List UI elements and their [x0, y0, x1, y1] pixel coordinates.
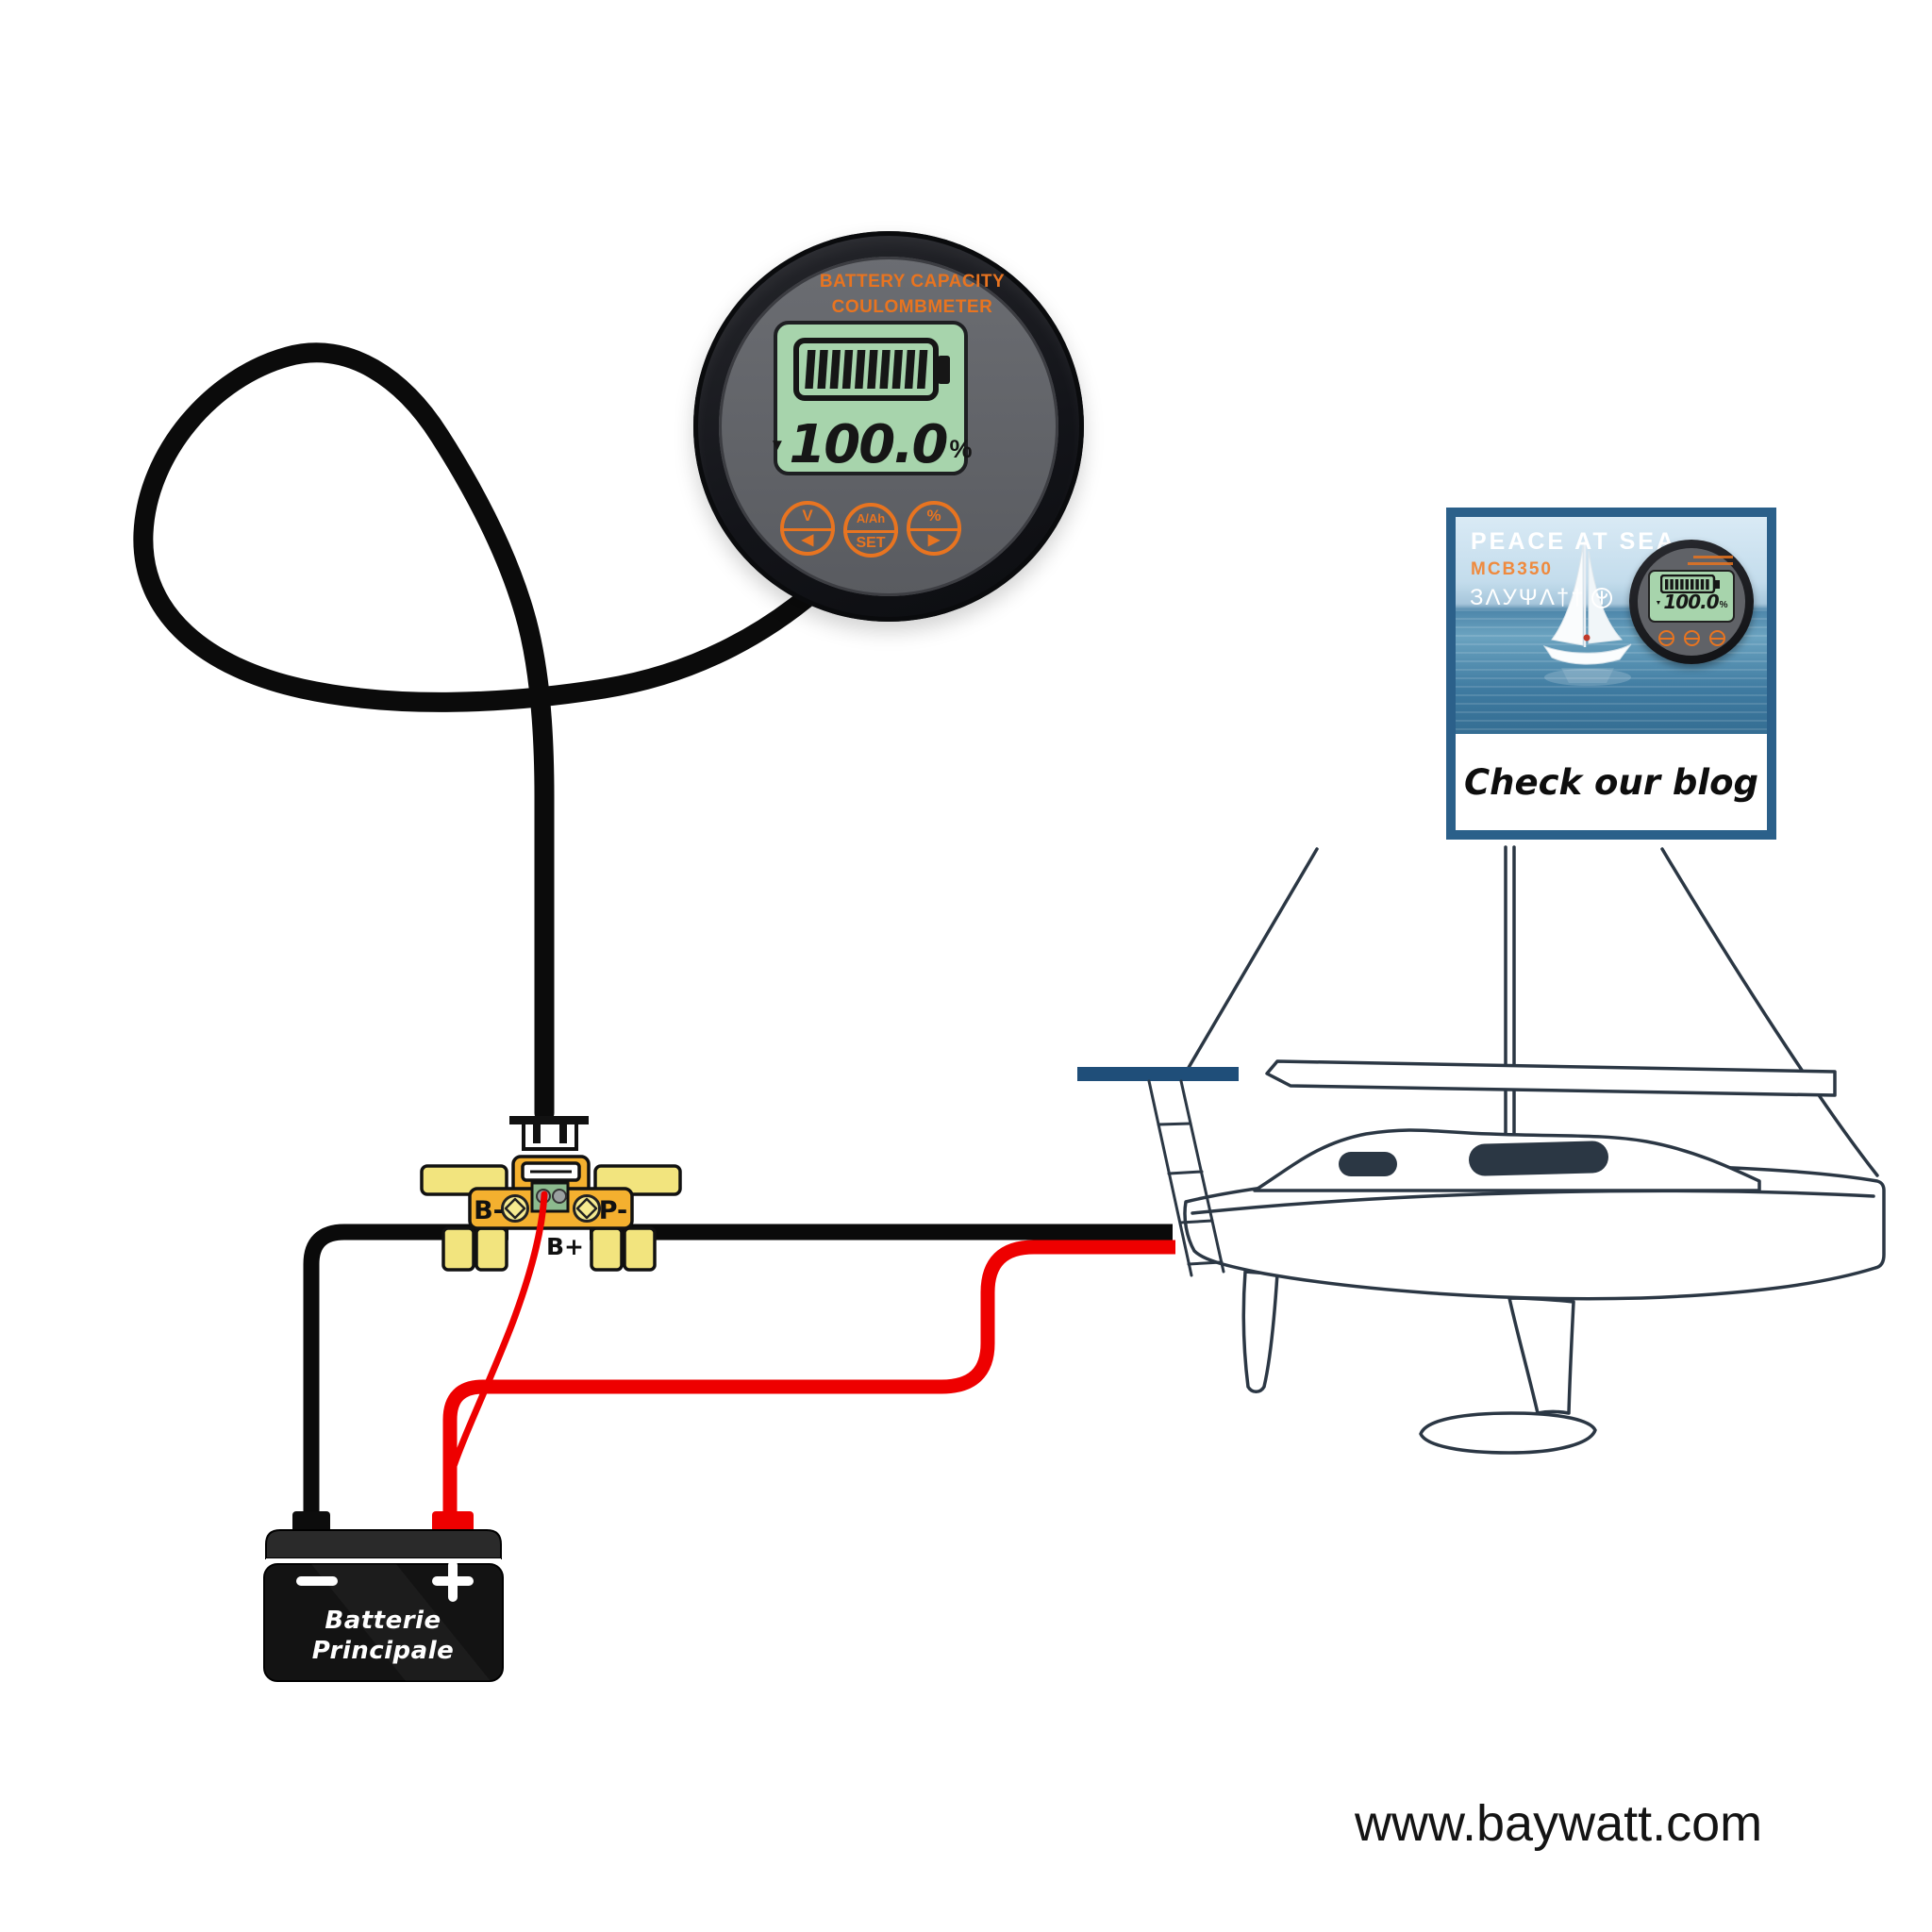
- meter-title: BATTERY CAPACITY COULOMBMETER: [750, 269, 1074, 320]
- mini-battery-gauge-icon: [1660, 575, 1720, 593]
- mini-meter-reading-row: ▼ 100.0 %: [1652, 592, 1731, 611]
- meter-unit: %: [949, 435, 973, 463]
- shunt-label-b-minus: B-: [474, 1196, 504, 1225]
- plus-symbol: [432, 1560, 474, 1602]
- website-url: www.baywatt.com: [1355, 1795, 1763, 1852]
- blog-cta-band[interactable]: Check our blog: [1456, 734, 1767, 830]
- keel-fin: [1507, 1296, 1575, 1415]
- mini-button: [1657, 630, 1674, 646]
- negative-wire: [303, 1224, 1173, 1511]
- aah-set-button: A/Ah SET: [843, 503, 898, 558]
- shunt-screw-right: [573, 1194, 601, 1223]
- meter-lcd: ▼ 100.0 %: [770, 321, 973, 476]
- meter-cable: [133, 342, 841, 1124]
- shunt-wire-cover: [508, 1224, 590, 1267]
- cabin-window-large: [1469, 1141, 1608, 1176]
- meter-reading: 100.0: [789, 414, 948, 476]
- battery-body: [263, 1563, 504, 1682]
- shunt-block-bottom-left-b: [475, 1226, 508, 1272]
- jib-luff-line: [1185, 847, 1319, 1073]
- mini-meter-title-bar: [1688, 562, 1733, 565]
- voltage-button: V ◀: [780, 501, 835, 556]
- sense-wire: [445, 1191, 548, 1515]
- shunt-screw-left: [501, 1194, 529, 1223]
- blog-cta-text[interactable]: Check our blog: [1464, 761, 1758, 803]
- battery-gauge-icon: [793, 338, 950, 401]
- button-divider: [843, 530, 898, 533]
- shunt-block-bottom-right-b: [623, 1226, 657, 1272]
- sailboat-illustration: [1077, 845, 1886, 1455]
- voltage-button-label: V: [802, 507, 813, 525]
- meter-title-line2: COULOMBMETER: [831, 297, 993, 317]
- percent-button-label: %: [926, 507, 941, 525]
- sailboat-photo-boat: [1542, 541, 1632, 686]
- button-divider: [780, 528, 835, 531]
- sense-terminal-right: [552, 1189, 567, 1204]
- cable-plug: [509, 1116, 589, 1151]
- mini-button: [1708, 630, 1725, 646]
- shunt-label-p-minus: P-: [599, 1196, 628, 1225]
- keel-bulb: [1419, 1411, 1597, 1455]
- card-model: MCB350: [1471, 559, 1553, 579]
- mini-meter-reading: 100.0: [1663, 591, 1719, 613]
- minus-symbol: [296, 1576, 338, 1586]
- backstay-line: [1660, 847, 1879, 1177]
- bow-ladder: [1147, 1079, 1225, 1277]
- battery-lid-stripe: [266, 1558, 501, 1564]
- blog-card[interactable]: PEACE AT SEA MCB350 ЗΛУΨΛ††: [1446, 508, 1776, 840]
- battery-sheen: [311, 1564, 491, 1681]
- boom: [1265, 1059, 1837, 1097]
- circle-trident-icon: [1591, 588, 1612, 608]
- battery-label-line1: Batterie: [325, 1607, 441, 1635]
- meter-title-line1: BATTERY CAPACITY: [819, 272, 1006, 291]
- percent-button: % ▶: [907, 501, 961, 556]
- mini-meter-unit: %: [1719, 600, 1728, 610]
- shunt-module: B- P-: [420, 1155, 682, 1272]
- set-button-label: SET: [856, 535, 886, 551]
- shunt-block-bottom-right-a: [590, 1226, 624, 1272]
- down-triangle-icon: ▼: [769, 436, 786, 454]
- card-title: PEACE AT SEA: [1471, 528, 1676, 555]
- rudder: [1241, 1270, 1279, 1393]
- cabin-window-small: [1339, 1152, 1397, 1176]
- shunt-block-bottom-left-a: [441, 1226, 475, 1272]
- mini-meter-title-bar: [1693, 556, 1733, 558]
- aah-button-label: A/Ah: [856, 511, 886, 525]
- meter-reading-row: ▼ 100.0 %: [770, 402, 973, 476]
- mini-button: [1683, 630, 1700, 646]
- battery-label-line2: Principale: [312, 1637, 455, 1665]
- mini-meter-buttons: [1629, 630, 1754, 646]
- shunt-label-b-plus: B+: [546, 1233, 584, 1260]
- button-divider: [907, 528, 961, 531]
- brand-logo: ЗΛУΨΛ††: [1470, 585, 1614, 611]
- mini-meter-lcd: ▼ 100.0 %: [1648, 570, 1735, 623]
- left-arrow-icon: ◀: [801, 532, 814, 548]
- mini-meter: ▼ 100.0 %: [1629, 540, 1754, 664]
- battery-lid: [265, 1529, 502, 1559]
- bow-platform-bar: [1077, 1067, 1239, 1081]
- positive-wire: [442, 1240, 1175, 1511]
- down-triangle-icon: ▼: [1655, 600, 1662, 607]
- battery-capacity-meter: BATTERY CAPACITY COULOMBMETER ▼ 100.0 %: [693, 231, 1084, 622]
- brand-logo-text: ЗΛУΨΛ††: [1470, 585, 1586, 610]
- main-battery: Batterie Principale: [263, 1511, 504, 1682]
- blog-card-photo: PEACE AT SEA MCB350 ЗΛУΨΛ††: [1456, 517, 1767, 734]
- deck-line: [1191, 1189, 1875, 1215]
- right-arrow-icon: ▶: [927, 532, 941, 548]
